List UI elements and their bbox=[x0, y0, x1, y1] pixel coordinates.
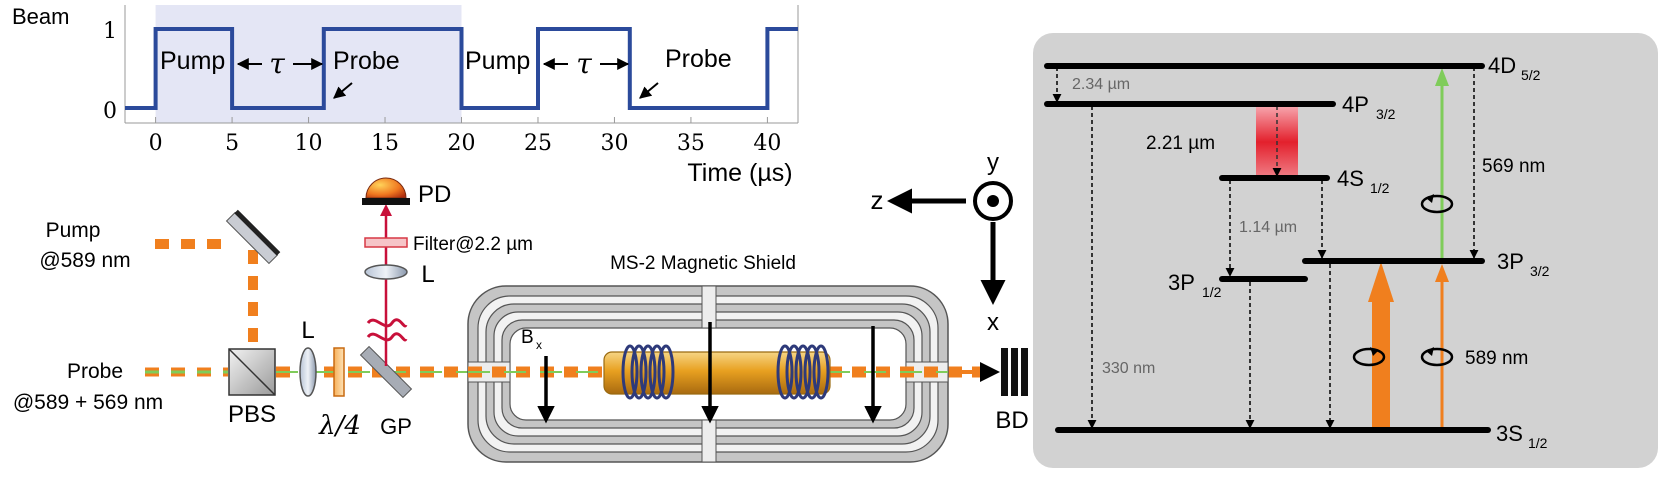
time-axis-label: Time (µs) bbox=[687, 159, 792, 187]
pump-589nm-arrowhead bbox=[1368, 262, 1394, 302]
coils-right-turn-4 bbox=[812, 344, 830, 400]
y-axis-label: y bbox=[987, 149, 999, 176]
label-3s: 3S bbox=[1496, 421, 1523, 446]
y-tick-1: 1 bbox=[103, 19, 117, 44]
x-tick-label-4: 20 bbox=[448, 131, 476, 156]
beam-trace bbox=[125, 27, 798, 110]
ir-wave-1 bbox=[366, 318, 408, 328]
optical-setup: Pump @589 nm Probe @589 + 569 nm PBS L λ… bbox=[13, 149, 1029, 463]
probe-wavelength-label: @589 + 569 nm bbox=[13, 391, 163, 414]
x-tick-label-6: 30 bbox=[600, 131, 628, 156]
y-axis-dot bbox=[987, 195, 999, 207]
ir-wave-2 bbox=[366, 332, 408, 342]
coils-left-turn-1 bbox=[630, 344, 648, 400]
ir-beam-arrowhead bbox=[380, 204, 392, 216]
x-tick-label-8: 40 bbox=[753, 131, 781, 156]
label-3p12: 3P bbox=[1168, 270, 1195, 295]
energy-level-diagram: 4D 5/2 4P 3/2 4S 1/2 3P 3/2 3P 1/2 3S 1/… bbox=[1033, 33, 1658, 468]
coils-left-turn-3 bbox=[648, 344, 666, 400]
y-tick-0: 0 bbox=[103, 99, 117, 124]
level-panel bbox=[1033, 33, 1658, 468]
glass-plate bbox=[359, 345, 413, 399]
z-axis-label: z bbox=[871, 185, 884, 215]
x-tick-label-0: 0 bbox=[149, 131, 163, 156]
x-tick-label-5: 25 bbox=[524, 131, 552, 156]
label-3p12-sub: 1/2 bbox=[1202, 284, 1222, 300]
coils-right-turn-1 bbox=[785, 344, 803, 400]
sigma-symbol-569 bbox=[1420, 194, 1454, 214]
coils-right-turn-3 bbox=[803, 344, 821, 400]
gp-label: GP bbox=[380, 414, 412, 439]
pump-589nm-beam bbox=[1372, 300, 1390, 430]
coils-left-turn-0 bbox=[621, 344, 639, 400]
label-4d-sub: 5/2 bbox=[1521, 67, 1541, 83]
label-3s-sub: 1/2 bbox=[1528, 435, 1548, 451]
label-330nm: 330 nm bbox=[1102, 360, 1155, 377]
pbs-cube bbox=[228, 348, 276, 396]
lens-2-label: L bbox=[421, 261, 434, 288]
label-569nm: 569 nm bbox=[1482, 156, 1545, 177]
pd-label: PD bbox=[418, 181, 451, 208]
beam-axis-label: Beam bbox=[12, 4, 69, 29]
label-4s-sub: 1/2 bbox=[1370, 180, 1390, 196]
tau-symbol-1: τ bbox=[269, 47, 285, 80]
pump-wavelength-label: @589 nm bbox=[39, 249, 130, 272]
pbs-label: PBS bbox=[228, 401, 276, 428]
filter-label: Filter@2.2 µm bbox=[413, 234, 533, 255]
sigma-symbol-probe bbox=[1420, 347, 1454, 367]
label-2-21um: 2.21 µm bbox=[1146, 133, 1215, 154]
label-3p32-sub: 3/2 bbox=[1530, 263, 1550, 279]
bx-subscript: x bbox=[536, 338, 542, 352]
probe-pointer-2 bbox=[639, 82, 659, 99]
probe-label-1: Probe bbox=[333, 47, 400, 75]
probe-589nm-arrowhead bbox=[1435, 264, 1449, 282]
coil-right bbox=[776, 344, 830, 400]
label-1-14um: 1.14 µm bbox=[1239, 219, 1297, 236]
x-tick-label-7: 35 bbox=[677, 131, 705, 156]
shield-label: MS-2 Magnetic Shield bbox=[610, 253, 796, 274]
label-3p32: 3P bbox=[1497, 249, 1524, 274]
lens-1-label: L bbox=[301, 317, 314, 344]
pump-label-2: Pump bbox=[465, 47, 530, 75]
pump-mirror bbox=[225, 209, 281, 265]
lens-2 bbox=[364, 264, 408, 280]
timing-x-ticks: 0 5 10 15 20 25 30 35 40 bbox=[149, 117, 781, 156]
x-axis-label: x bbox=[987, 309, 999, 336]
tau-symbol-2: τ bbox=[576, 47, 592, 80]
label-2-34um: 2.34 µm bbox=[1072, 76, 1130, 93]
photodiode bbox=[362, 177, 410, 205]
bd-label: BD bbox=[995, 407, 1028, 434]
sigma-symbol-pump bbox=[1352, 347, 1386, 367]
coils-left-turn-4 bbox=[657, 344, 675, 400]
label-4d: 4D bbox=[1488, 53, 1516, 78]
waveplate-label: λ/4 bbox=[318, 411, 361, 441]
label-4s: 4S bbox=[1337, 166, 1364, 191]
coil-left bbox=[621, 344, 675, 400]
pump-label-1: Pump bbox=[160, 47, 225, 75]
probe-label-2: Probe bbox=[665, 45, 732, 73]
quarter-waveplate bbox=[333, 347, 345, 397]
coils-right-turn-0 bbox=[776, 344, 794, 400]
lens-1 bbox=[299, 347, 317, 397]
ir-filter bbox=[364, 237, 408, 248]
probe-569nm-arrowhead bbox=[1435, 68, 1449, 86]
label-589nm: 589 nm bbox=[1465, 348, 1528, 369]
coils-left-turn-2 bbox=[639, 344, 657, 400]
x-tick-label-1: 5 bbox=[225, 131, 239, 156]
coils-right-turn-2 bbox=[794, 344, 812, 400]
x-tick-label-3: 15 bbox=[371, 131, 399, 156]
coordinate-axes bbox=[887, 181, 1013, 305]
label-4p: 4P bbox=[1342, 92, 1369, 117]
beam-dump bbox=[1001, 348, 1028, 396]
probe-label: Probe bbox=[67, 360, 123, 383]
x-tick-label-2: 10 bbox=[295, 131, 323, 156]
timing-y-ticks: 1 0 bbox=[103, 19, 117, 124]
bx-label: B bbox=[521, 327, 534, 348]
label-4p-sub: 3/2 bbox=[1376, 106, 1396, 122]
pump-label: Pump bbox=[46, 219, 101, 242]
probe-pointer-1 bbox=[333, 82, 353, 99]
